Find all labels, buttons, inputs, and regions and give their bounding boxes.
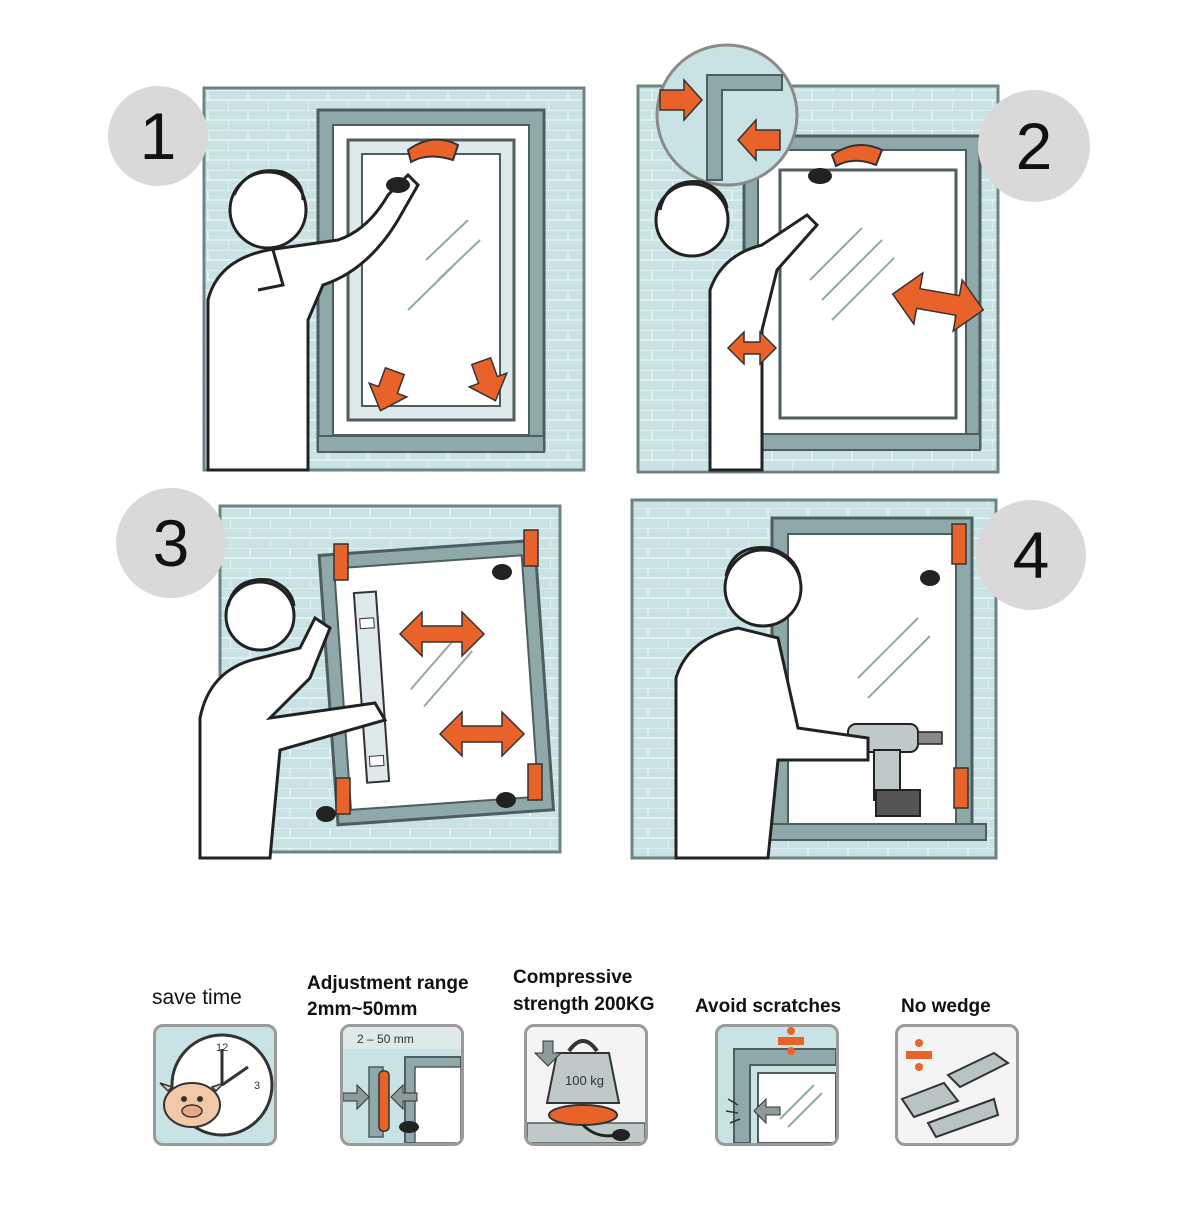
icon-text: 2 – 50 mm — [357, 1032, 414, 1046]
feature-label: Avoid scratches — [695, 996, 842, 1017]
step-number-badge: 2 — [978, 90, 1090, 202]
step-3-panel: 3 — [110, 488, 580, 868]
svg-text:3: 3 — [254, 1080, 260, 1092]
step-number-badge: 1 — [108, 86, 208, 186]
feature-label-line-1: Adjustment range — [307, 973, 469, 994]
svg-text:12: 12 — [216, 1042, 228, 1054]
step-number: 2 — [1015, 109, 1053, 183]
adjustment-range-icon: 2 – 50 mm — [340, 1024, 464, 1146]
feature-label-line-1: Compressive — [513, 967, 633, 988]
feature-label: No wedge — [901, 996, 991, 1017]
step-1-illustration — [202, 86, 586, 472]
step-3-illustration — [198, 504, 562, 860]
step-1-panel: 1 — [108, 70, 598, 490]
feature-label-line-2: strength 200KG — [513, 994, 655, 1015]
feature-label: save time — [152, 986, 242, 1009]
clock-piggy-bank-icon: 12 3 — [153, 1024, 277, 1146]
step-4-illustration — [630, 498, 998, 860]
step-number-badge: 4 — [976, 500, 1086, 610]
step-4-panel: 4 — [628, 488, 1088, 868]
no-scratch-icon — [715, 1024, 839, 1146]
step-number-badge: 3 — [116, 488, 226, 598]
step-number: 3 — [152, 506, 190, 580]
feature-label-line-2: 2mm~50mm — [307, 999, 418, 1020]
icon-text: 100 kg — [565, 1073, 604, 1088]
step-2-panel: 2 — [632, 30, 1092, 490]
no-wedge-icon — [895, 1024, 1019, 1146]
weight-icon: 100 kg — [524, 1024, 648, 1146]
step-number: 1 — [139, 99, 177, 173]
step-number: 4 — [1012, 518, 1050, 592]
step-2-illustration — [636, 43, 1000, 474]
